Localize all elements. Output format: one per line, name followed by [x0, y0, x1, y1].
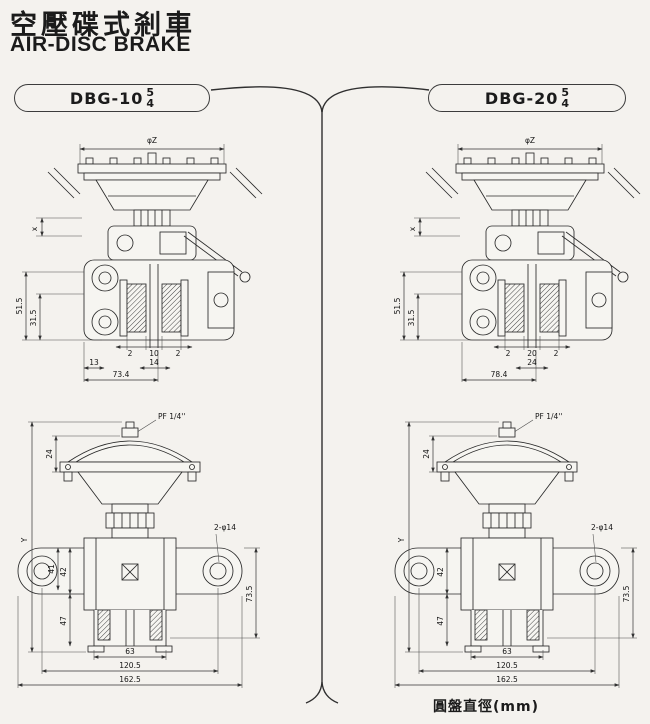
disc-diameter-note: 圓盤直徑(mm) — [433, 699, 539, 715]
front-view-right — [395, 420, 637, 688]
dim-24: 24 — [422, 449, 431, 459]
model-variant-fraction: 5 4 — [146, 87, 154, 109]
dim-51-5: 51.5 — [15, 297, 24, 314]
dim-y: Y — [20, 537, 29, 543]
dim-42: 42 — [436, 567, 445, 577]
dim-x: x — [408, 226, 417, 231]
dim-pad-mid: 20 — [527, 349, 537, 358]
side-view-left — [22, 144, 262, 382]
dim-42: 42 — [59, 567, 68, 577]
dim-pad-left: 2 — [128, 349, 133, 358]
dim-162-5: 162.5 — [119, 675, 141, 684]
dim-x: x — [30, 226, 39, 231]
dim-phi-z: φZ — [147, 136, 157, 145]
dim-47: 47 — [436, 616, 445, 626]
dim-y: Y — [397, 537, 406, 543]
dim-47: 47 — [59, 616, 68, 626]
dim-41: 41 — [47, 564, 56, 574]
variant-sup: 5 — [146, 86, 155, 99]
dim-73-5: 73.5 — [245, 585, 254, 602]
dim-port: PF 1/4'' — [535, 412, 562, 421]
side-view-right — [400, 144, 640, 382]
dim-offset-2: 14 — [149, 358, 159, 367]
dim-pad-right: 2 — [554, 349, 559, 358]
front-view-left — [18, 420, 260, 688]
dim-port: PF 1/4'' — [158, 412, 185, 421]
dim-offset-1: 24 — [527, 358, 537, 367]
dim-mount-holes: 2-φ14 — [214, 523, 236, 532]
model-name: DBG-20 — [484, 88, 559, 108]
model-tab-dbg20: DBG-20 5 4 — [428, 84, 626, 112]
dim-120-5: 120.5 — [119, 661, 141, 670]
page-title-en: AIR-DISC BRAKE — [10, 33, 191, 56]
dim-63: 63 — [125, 647, 135, 656]
side-view-left-labels: φZ x 51.5 31.5 2 10 2 13 14 73.4 — [15, 136, 181, 379]
front-view-left-labels: PF 1/4'' 24 Y 41 42 47 73.5 2-φ14 63 120… — [20, 412, 254, 684]
model-tab-dbg10: DBG-10 5 4 — [14, 84, 210, 112]
dim-51-5: 51.5 — [393, 297, 402, 314]
model-name: DBG-10 — [69, 88, 144, 108]
dim-24: 24 — [45, 449, 54, 459]
dim-pad-mid: 10 — [149, 349, 159, 358]
dim-phi-z: φZ — [525, 136, 535, 145]
dim-pad-left: 2 — [506, 349, 511, 358]
dim-162-5: 162.5 — [496, 675, 518, 684]
dim-overall-width: 73.4 — [113, 370, 130, 379]
variant-sup: 5 — [561, 86, 570, 99]
dim-31-5: 31.5 — [29, 309, 38, 326]
front-view-right-labels: PF 1/4'' 24 Y 42 47 73.5 2-φ14 63 120.5 … — [397, 412, 631, 684]
dim-120-5: 120.5 — [496, 661, 518, 670]
dim-pad-right: 2 — [176, 349, 181, 358]
page-title-zh: 空壓碟式剎車 — [10, 10, 196, 41]
dim-mount-holes: 2-φ14 — [591, 523, 613, 532]
dim-63: 63 — [502, 647, 512, 656]
dim-offset-1: 13 — [89, 358, 99, 367]
model-variant-fraction: 5 4 — [561, 87, 569, 109]
variant-sub: 4 — [561, 97, 570, 110]
dim-31-5: 31.5 — [407, 309, 416, 326]
side-view-right-labels: φZ x 51.5 31.5 2 20 2 24 78.4 — [393, 136, 559, 379]
dim-overall-width: 78.4 — [491, 370, 508, 379]
variant-sub: 4 — [146, 97, 155, 110]
dim-73-5: 73.5 — [622, 585, 631, 602]
column-divider — [210, 86, 430, 704]
